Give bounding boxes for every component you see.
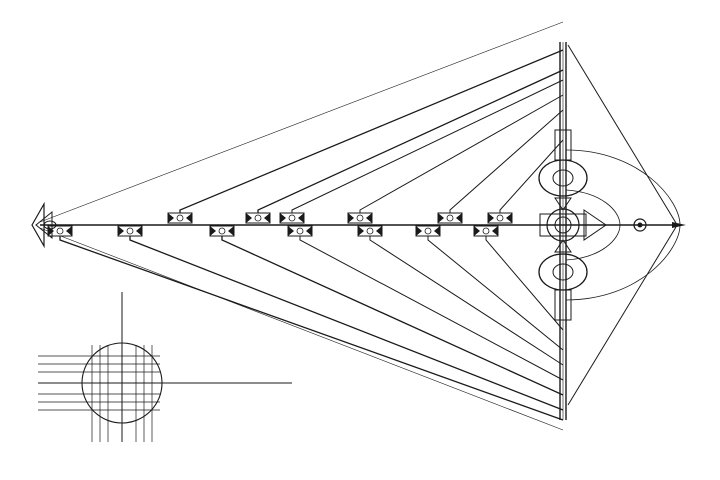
fan-line-lower	[369, 236, 564, 366]
fan-line-lower	[299, 236, 564, 381]
bracket	[487, 212, 513, 224]
fan-line-lower	[59, 236, 564, 421]
bracket	[117, 225, 143, 237]
bracket	[357, 225, 383, 237]
nose-lower-line	[567, 226, 677, 406]
bracket	[209, 225, 235, 237]
bracket-group	[47, 212, 513, 237]
outer-envelope-lines	[39, 21, 677, 431]
fan-line-upper	[291, 79, 564, 215]
lower-wheel	[538, 239, 588, 321]
bracket	[287, 225, 313, 237]
envelope-line	[39, 21, 564, 223]
envelope-line	[39, 227, 564, 431]
bracket	[437, 212, 463, 224]
arrowhead-tail	[31, 201, 57, 249]
nose-upper-line	[567, 44, 677, 224]
fan-line-upper	[359, 94, 564, 215]
lower-fan-lines	[59, 236, 564, 421]
nose-cone	[633, 218, 686, 232]
circular-grid-detail	[38, 292, 292, 442]
bracket	[415, 225, 441, 237]
fan-line-upper	[499, 139, 564, 215]
bracket	[347, 212, 373, 224]
bracket	[279, 212, 305, 224]
fan-line-lower	[129, 236, 564, 411]
fan-line-lower	[221, 236, 564, 396]
bracket	[473, 225, 499, 237]
fan-line-upper	[179, 49, 564, 215]
bracket	[167, 212, 193, 224]
upper-wheel	[538, 129, 588, 211]
upper-fan-lines	[179, 49, 564, 215]
fan-line-upper	[257, 69, 564, 215]
bracket	[47, 225, 73, 237]
vertical-mast	[559, 42, 567, 420]
fan-line-lower	[427, 236, 564, 351]
bracket	[245, 212, 271, 224]
fan-line-lower	[485, 236, 564, 331]
